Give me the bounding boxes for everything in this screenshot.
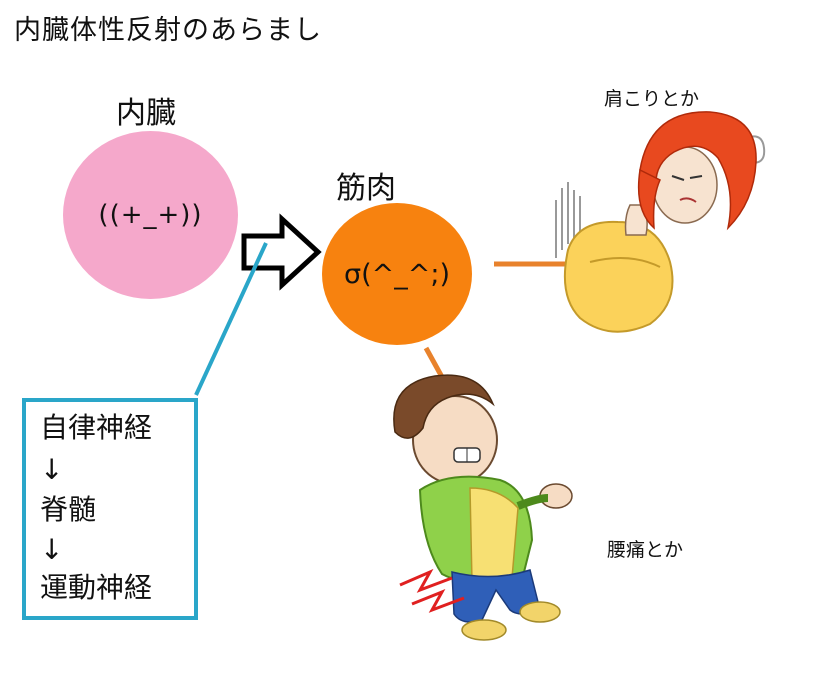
nerve-step-arrow-2: ↓: [40, 533, 64, 566]
nerve-step-spinal-cord: 脊髄: [40, 493, 97, 526]
man-back-pain-illustration: [393, 374, 573, 641]
muscle-face-emoticon: σ(^_^;): [343, 258, 451, 290]
back-pain-label: 腰痛とか: [607, 539, 684, 561]
nerve-pathway-box: 自律神経 ↓ 脊髄 ↓ 運動神経: [22, 398, 198, 620]
organ-label: 内臓: [116, 96, 176, 131]
shoulder-stiffness-label: 肩こりとか: [604, 88, 700, 110]
nerve-step-arrow-1: ↓: [40, 453, 64, 486]
nerve-connector-line: [194, 242, 268, 396]
right-arrow-icon: [241, 213, 322, 291]
nerve-step-autonomic: 自律神経: [40, 411, 153, 444]
back-connector-line: [423, 346, 445, 379]
nerve-step-motor: 運動神経: [40, 571, 153, 604]
organ-circle: ((+_+)): [63, 131, 238, 299]
organ-face-emoticon: ((+_+)): [98, 200, 203, 230]
woman-shoulder-pain-illustration: [555, 111, 766, 333]
muscle-label: 筋肉: [336, 171, 396, 206]
muscle-circle: σ(^_^;): [322, 203, 472, 345]
diagram-title: 内臓体性反射のあらまし: [14, 15, 322, 46]
